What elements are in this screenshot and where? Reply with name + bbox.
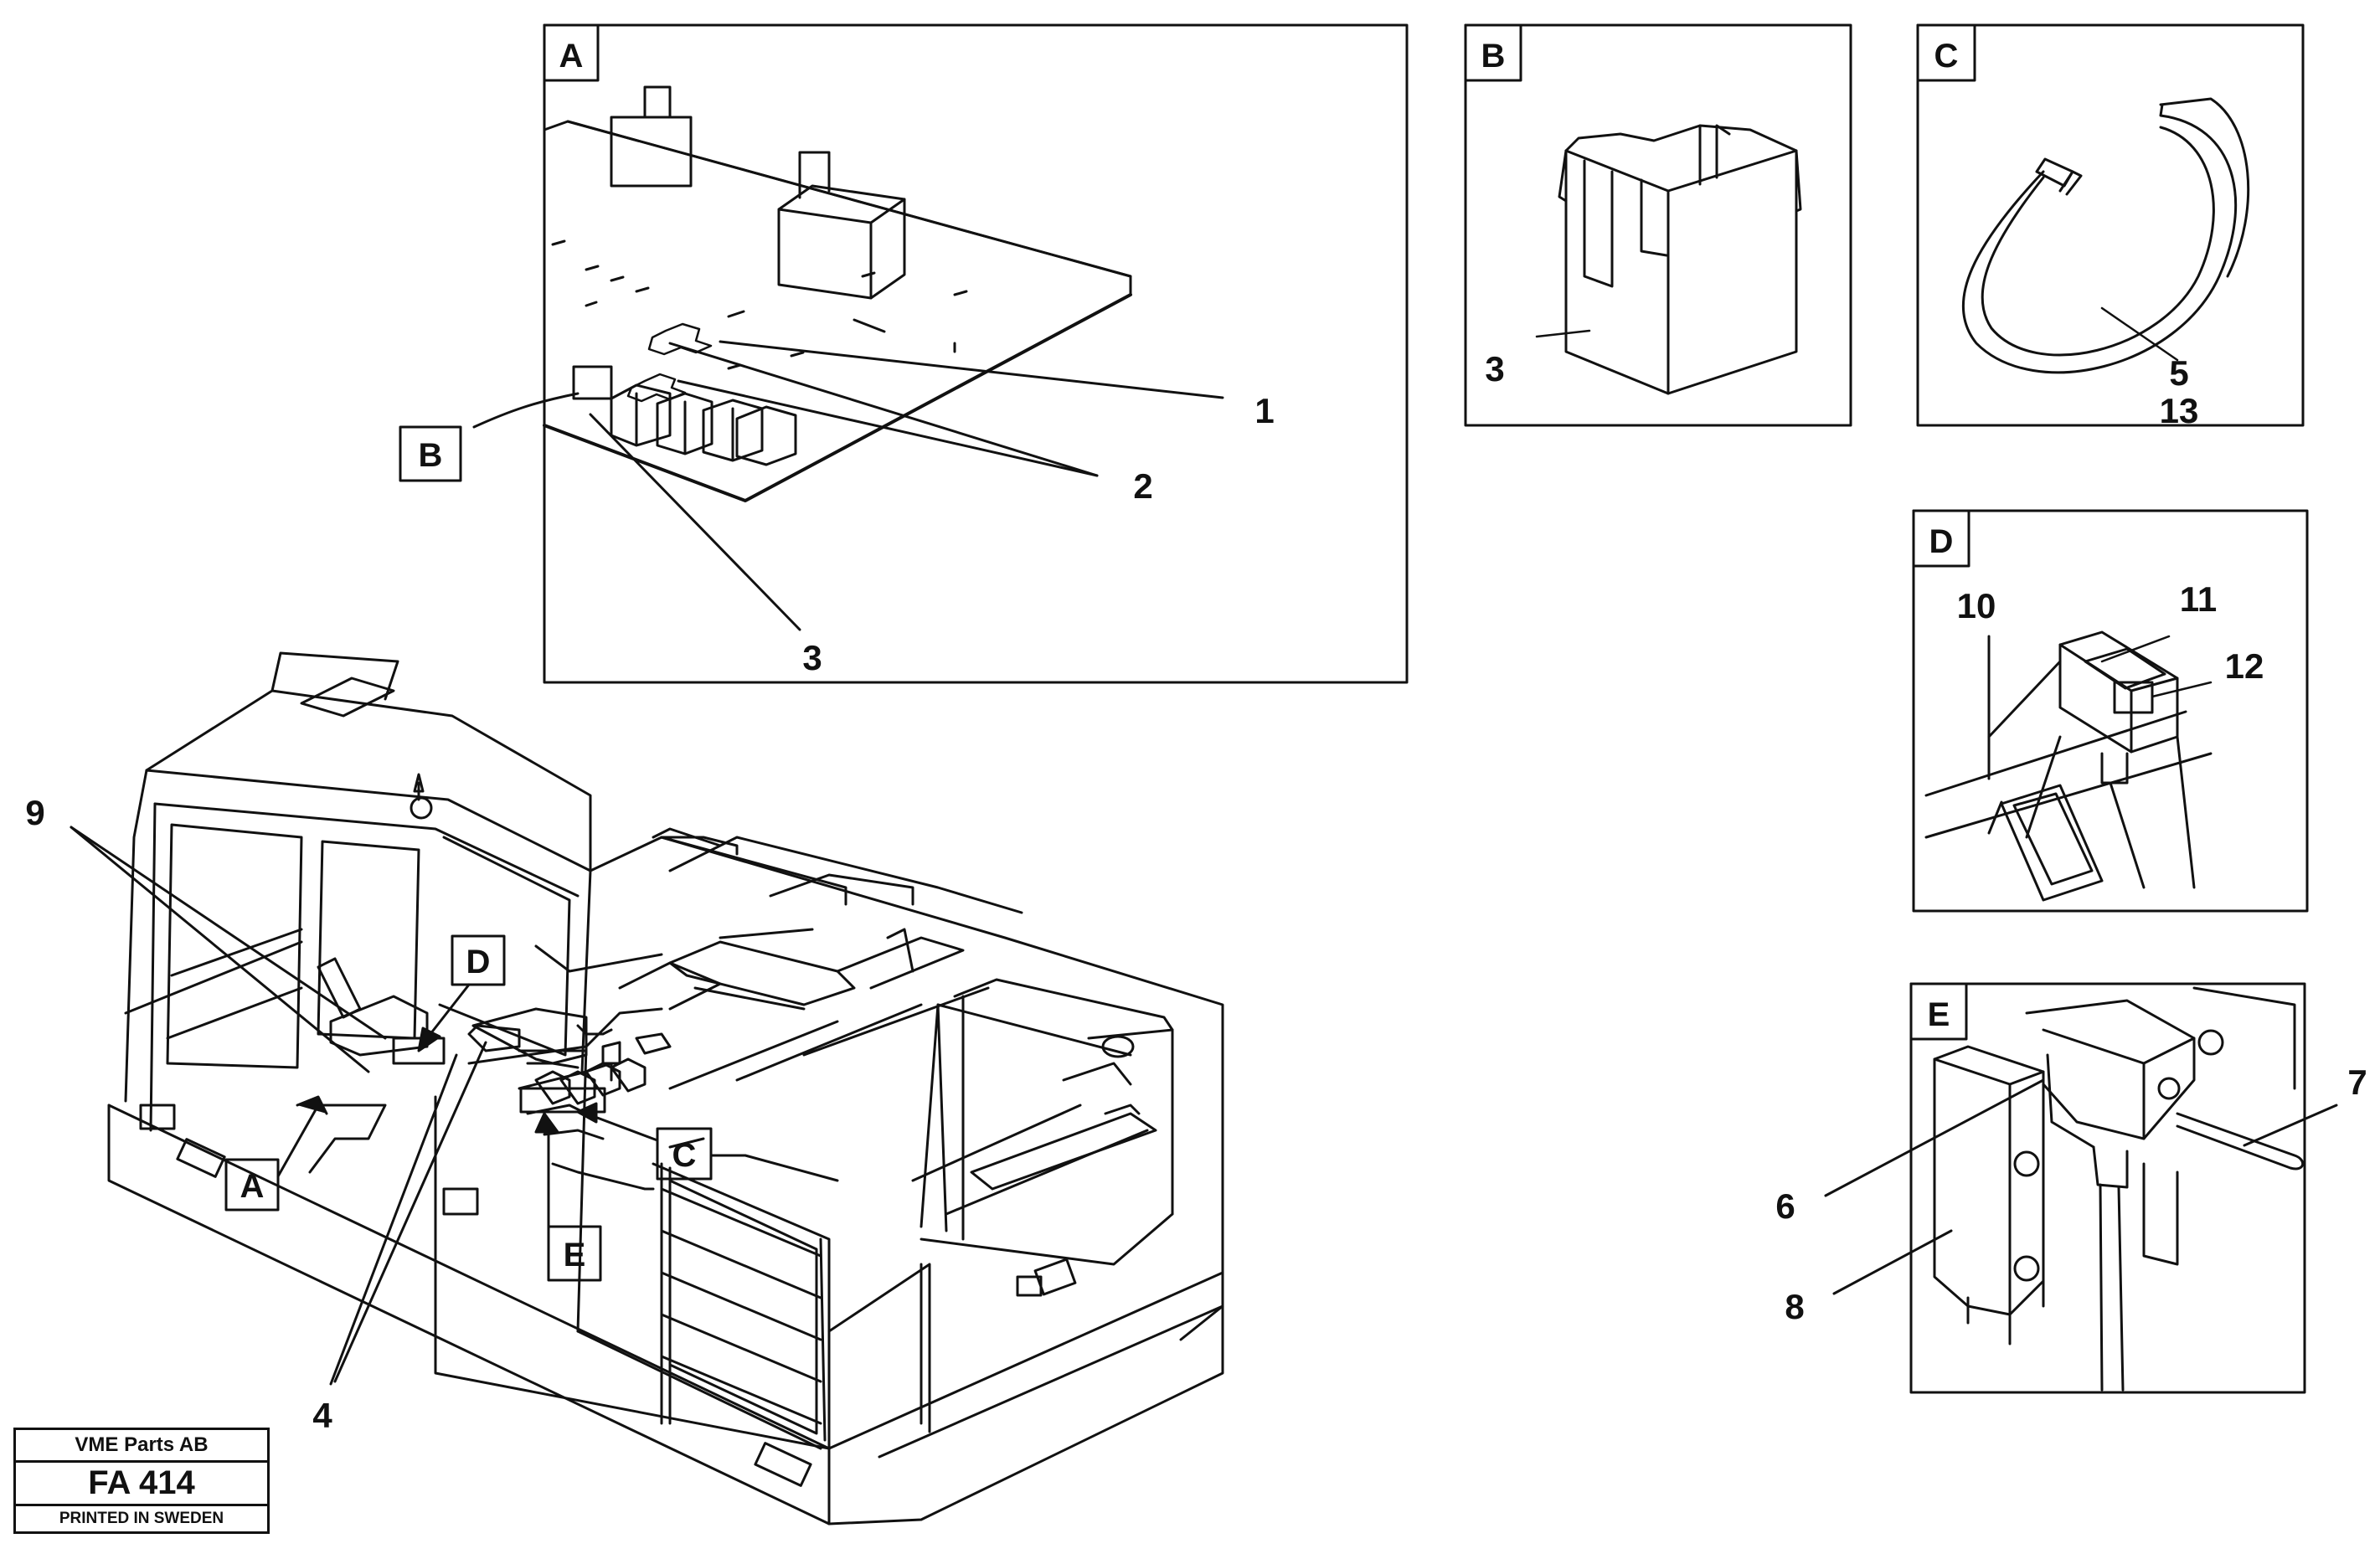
ref-box-b bbox=[399, 425, 462, 482]
panel-d-tag-box bbox=[1912, 509, 1970, 568]
ref-box-d-main bbox=[451, 934, 506, 986]
leader-1 bbox=[719, 340, 1224, 399]
callout-13: 13 bbox=[2160, 391, 2199, 430]
panel-c-frame bbox=[1916, 23, 2305, 427]
cable-tie-drawing bbox=[1961, 97, 2250, 374]
leader-9 bbox=[70, 826, 370, 1073]
ref-arrow-d-main bbox=[425, 983, 471, 1040]
panel-b-tag-box bbox=[1464, 23, 1522, 82]
callout-8: 8 bbox=[1785, 1287, 1804, 1326]
callout-2: 2 bbox=[1133, 466, 1152, 506]
ref-label-e-main: E bbox=[564, 1237, 586, 1273]
connector-drawing bbox=[1933, 986, 2304, 1392]
callout-6: 6 bbox=[1775, 1186, 1795, 1226]
detail-panel-b bbox=[1464, 23, 1852, 427]
stamp-printed: PRINTED IN SWEDEN bbox=[59, 1510, 224, 1527]
detail-panel-d bbox=[1912, 509, 2309, 913]
switch-drawing bbox=[1924, 630, 2213, 902]
panel-b-frame bbox=[1464, 23, 1852, 427]
callout-5: 5 bbox=[2169, 353, 2188, 393]
callout-11: 11 bbox=[2180, 579, 2217, 619]
callout-3-panel-a: 3 bbox=[802, 638, 822, 677]
leader-2a bbox=[668, 342, 1099, 477]
panel-c-tag: C bbox=[1934, 38, 1959, 75]
ref-arrow-a-main bbox=[276, 1104, 387, 1178]
ref-arrow-c-main bbox=[585, 1112, 659, 1142]
detail-panel-a bbox=[399, 23, 1409, 684]
stamp-code: FA 414 bbox=[16, 1463, 267, 1506]
callout-4: 4 bbox=[312, 1396, 332, 1435]
leader-3 bbox=[589, 413, 801, 631]
relay-board-drawing bbox=[543, 85, 1132, 502]
stamp-company: VME Parts AB bbox=[16, 1430, 267, 1463]
ref-label-c-main: C bbox=[672, 1137, 697, 1174]
title-stamp: VME Parts AB FA 414 PRINTED IN SWEDEN bbox=[13, 1428, 270, 1534]
detail-panel-c bbox=[1916, 23, 2305, 427]
panel-a-frame bbox=[543, 23, 1409, 684]
machine-overview-drawing bbox=[107, 651, 1224, 1526]
leader-4b bbox=[333, 1041, 487, 1383]
callout-12: 12 bbox=[2225, 646, 2264, 686]
panel-e-tag: E bbox=[1928, 996, 1950, 1033]
panel-d-tag: D bbox=[1929, 523, 1954, 560]
panel-a-tag: A bbox=[559, 38, 584, 75]
callout-10: 10 bbox=[1957, 586, 1996, 625]
leader-b bbox=[472, 392, 580, 429]
panel-e-tag-box bbox=[1909, 982, 1968, 1041]
panel-e-frame bbox=[1909, 982, 2306, 1394]
leader-2b bbox=[677, 379, 1099, 477]
callout-1: 1 bbox=[1254, 391, 1274, 430]
ref-label-a-main: A bbox=[240, 1168, 265, 1205]
callout-9: 9 bbox=[25, 793, 44, 832]
ref-label-d-main: D bbox=[466, 944, 491, 980]
panel-b-tag: B bbox=[1481, 38, 1506, 75]
ref-box-a-main bbox=[224, 1158, 280, 1212]
callout-7: 7 bbox=[2347, 1062, 2367, 1102]
leader-7 bbox=[2243, 1104, 2338, 1147]
leader-8 bbox=[1832, 1229, 1953, 1295]
leader-9b bbox=[70, 826, 387, 1040]
detail-panel-e bbox=[1824, 982, 2338, 1394]
leader-6 bbox=[1824, 1078, 2045, 1197]
ref-label-b: B bbox=[419, 437, 443, 474]
ref-box-e-main bbox=[547, 1225, 602, 1282]
leader-4 bbox=[329, 1053, 458, 1386]
callout-3-panel-b: 3 bbox=[1485, 349, 1504, 388]
panel-a-tag-box bbox=[543, 23, 600, 82]
panel-d-frame bbox=[1912, 509, 2309, 913]
panel-c-tag-box bbox=[1916, 23, 1976, 82]
fuse-holder-drawing bbox=[1535, 124, 1802, 395]
ref-box-c-main bbox=[656, 1127, 713, 1181]
